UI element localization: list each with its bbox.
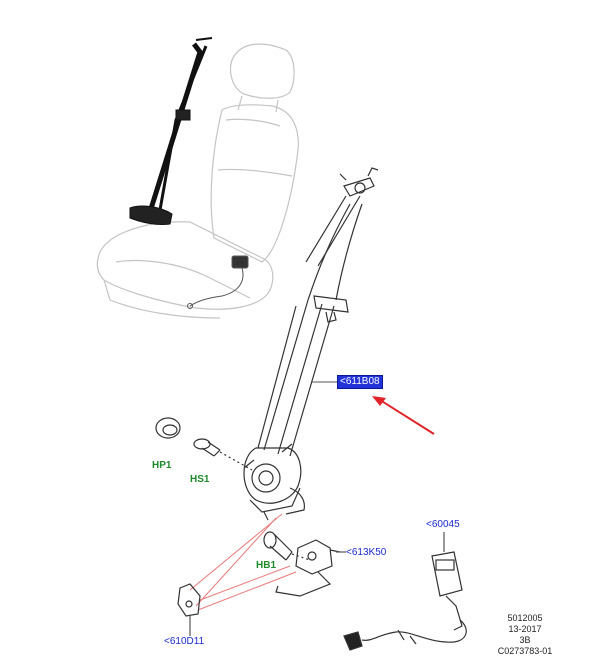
seat-wiring [187, 255, 249, 309]
seat-side-belt [129, 37, 213, 225]
callout-retractor-bracket[interactable]: <613K50 [346, 547, 387, 558]
belt-assembly [243, 167, 379, 521]
hp1-plug [155, 417, 181, 439]
hb1-bolt [263, 531, 311, 561]
callout-anchor-plate[interactable]: <610D11 [164, 636, 205, 647]
retractor-bracket [275, 539, 346, 597]
callout-hp1[interactable]: HP1 [152, 460, 172, 471]
ref-line-3: 3B [519, 635, 531, 645]
pink-leaders [189, 513, 297, 611]
callout-hs1[interactable]: HS1 [190, 474, 210, 485]
ref-line-1: 5012005 [507, 613, 543, 623]
callout-buckle[interactable]: <60045 [426, 519, 460, 530]
seat-outline [96, 43, 299, 319]
anchor-plate [177, 583, 201, 636]
buckle [343, 532, 467, 651]
red-arrow [372, 396, 435, 435]
ref-line-2: 13-2017 [508, 624, 542, 634]
callout-belt-assembly[interactable]: <611B08 [337, 375, 383, 389]
callout-hb1[interactable]: HB1 [256, 560, 277, 571]
hs1-bolt [193, 438, 253, 471]
ref-line-4: C0273783-01 [497, 646, 553, 656]
